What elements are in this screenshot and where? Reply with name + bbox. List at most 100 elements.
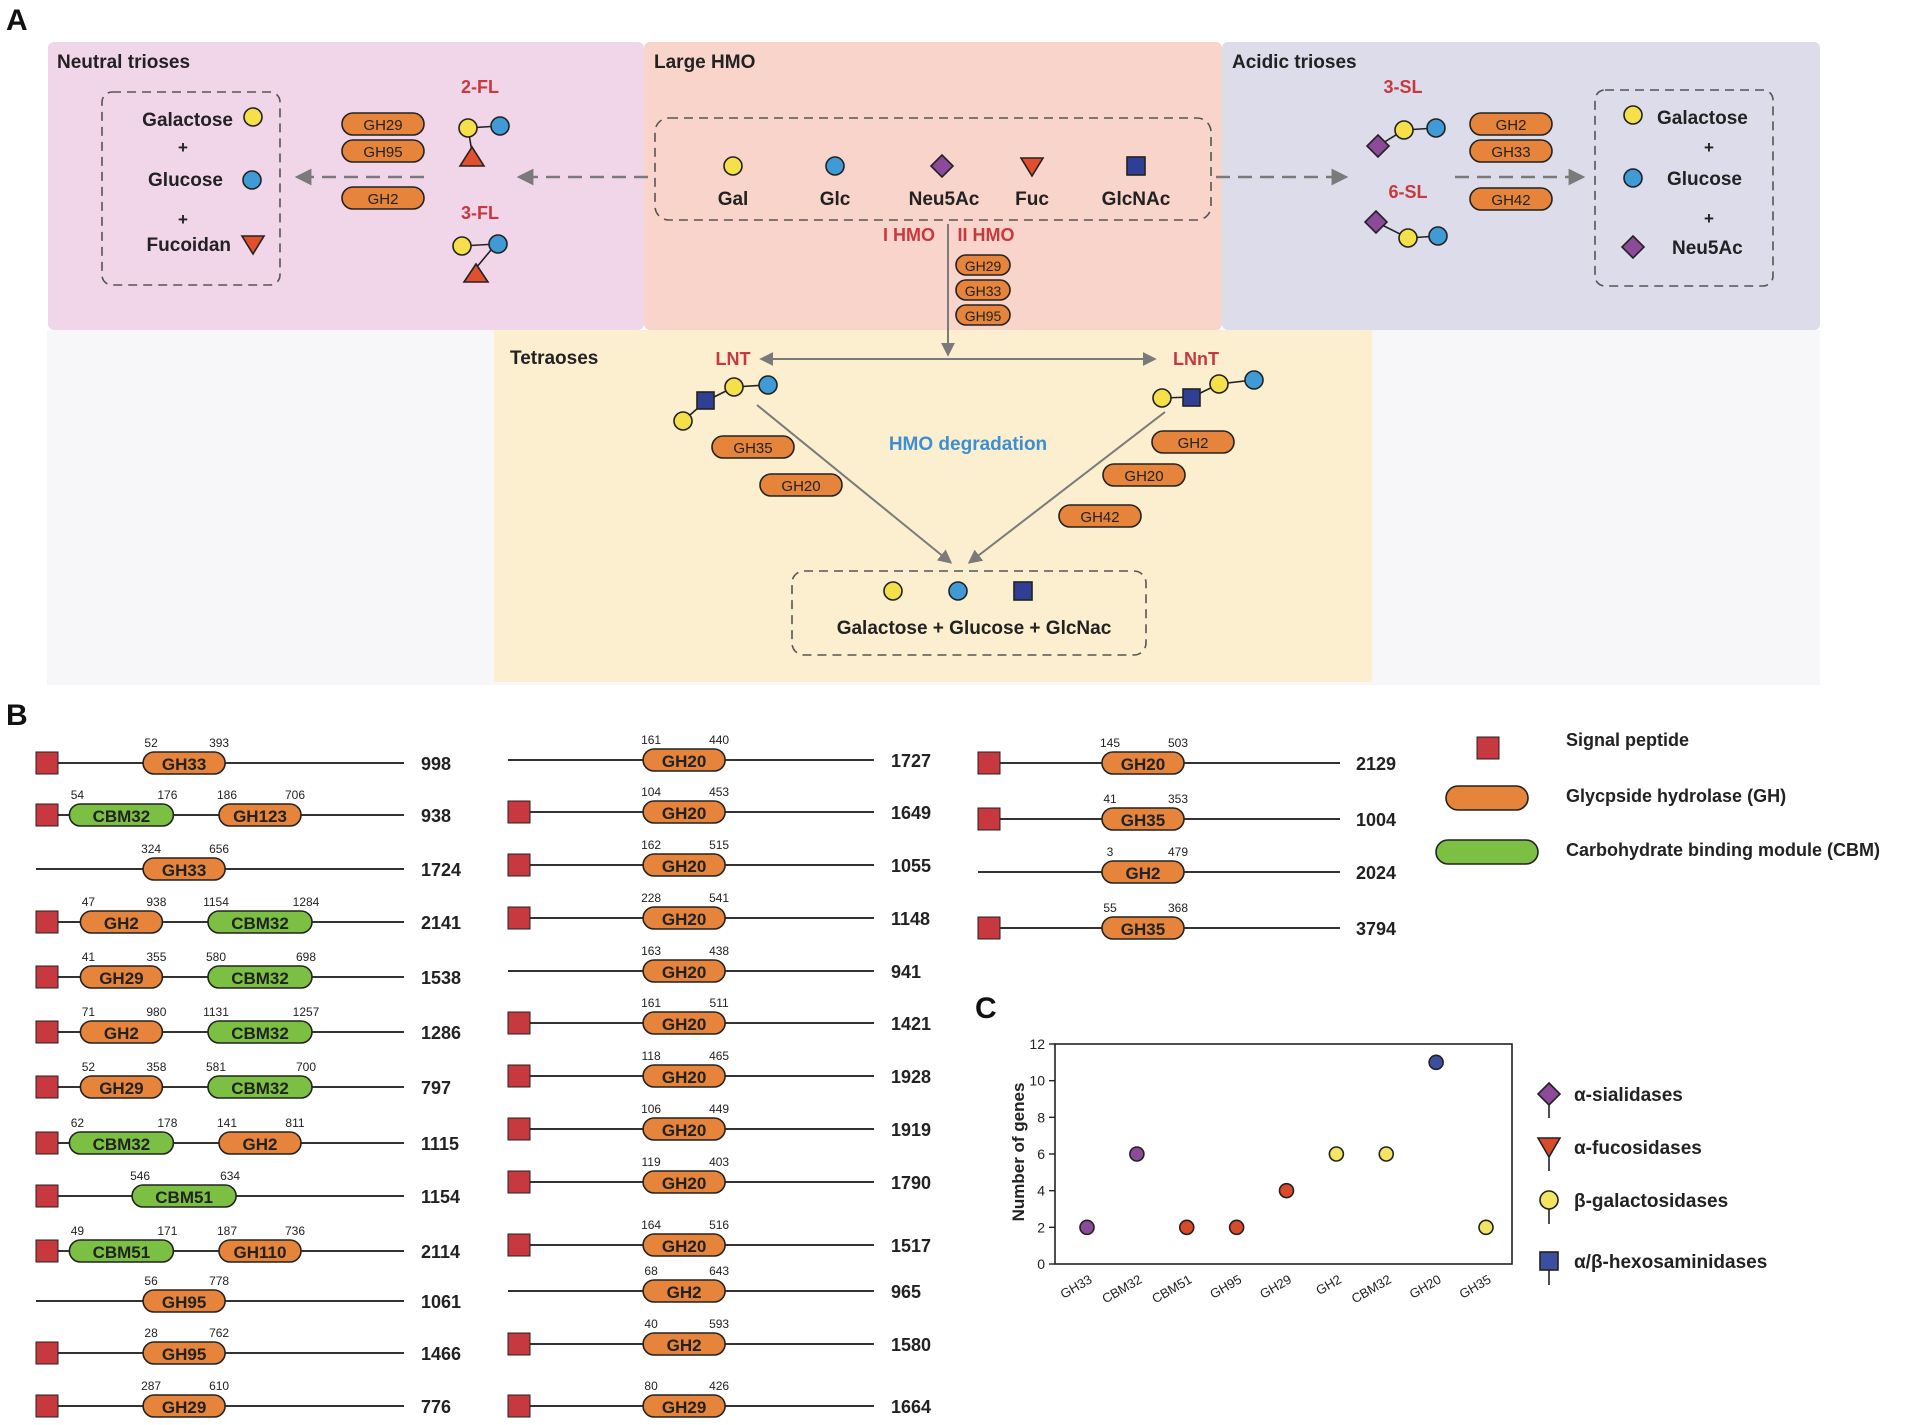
neutral-product-galactose: Galactose (142, 110, 233, 131)
label-3-sl: 3-SL (1383, 77, 1422, 97)
protein-length: 1790 (891, 1173, 931, 1193)
data-point (1328, 1146, 1345, 1162)
protein-length: 776 (421, 1397, 451, 1417)
large-enzyme-gh95: GH95 (955, 304, 1011, 326)
domain-name: GH20 (662, 1174, 706, 1193)
protein-length: 797 (421, 1078, 451, 1098)
gal-icon (723, 156, 743, 176)
domain-name: GH110 (234, 1243, 287, 1262)
neu5ac-icon (929, 153, 955, 179)
domain-end: 938 (146, 895, 166, 909)
legend-gh: Glycpside hydrolase (GH) (1566, 786, 1786, 806)
legend-label: α-sialidases (1574, 1085, 1683, 1106)
chart-points (1079, 1054, 1494, 1236)
protein-length: 1580 (891, 1335, 931, 1355)
domain-end: 762 (209, 1326, 229, 1340)
domain-start: 52 (82, 1060, 96, 1074)
protein-length: 1286 (421, 1023, 461, 1043)
domain-name: GH29 (99, 1079, 143, 1098)
signal-peptide (507, 1170, 531, 1194)
domain-end: 358 (146, 1060, 166, 1074)
domain-end: 465 (709, 1049, 729, 1063)
domain-end: 479 (1168, 845, 1188, 859)
neutral-plus-1: + (178, 138, 188, 157)
domain-start: 55 (1103, 901, 1117, 915)
data-point (1478, 1219, 1494, 1236)
glycan-2-fl (458, 116, 510, 167)
domain-start: 3 (1107, 845, 1114, 859)
svg-text:GH29: GH29 (965, 258, 1002, 274)
svg-text:GH29: GH29 (363, 117, 402, 134)
domain-start: 41 (82, 950, 96, 964)
fucose-icon (240, 235, 266, 256)
domain-start: 106 (641, 1102, 661, 1116)
legend-entry: α-fucosidases (1536, 1137, 1702, 1171)
protein-length: 1148 (891, 909, 930, 929)
domain-start: 28 (144, 1326, 158, 1340)
glc-icon (825, 156, 845, 176)
svg-text:GH2: GH2 (368, 191, 399, 208)
x-tick-label: CBM32 (1349, 1272, 1394, 1307)
glucose-icon (1623, 168, 1643, 188)
y-axis-label: Number of genes (1009, 1083, 1028, 1222)
domain-start: 1154 (203, 895, 229, 909)
domain-start: 54 (71, 788, 85, 802)
legend-gal: Gal (718, 189, 749, 210)
neutral-enzyme-gh29: GH29 (341, 112, 425, 136)
domain-end: 440 (709, 733, 729, 747)
domain-start: 119 (642, 1155, 661, 1169)
signal-peptide (507, 1233, 531, 1257)
x-tick-label: GH2 (1313, 1272, 1344, 1298)
x-tick-label: GH95 (1207, 1272, 1244, 1302)
domain-end: 516 (709, 1218, 729, 1232)
signal-peptide (977, 807, 1001, 831)
neutral-enzyme-gh95: GH95 (341, 139, 425, 163)
domain-name: GH20 (662, 752, 706, 771)
signal-peptide (507, 853, 531, 877)
glycan-lnt (673, 375, 778, 431)
domain-end: 393 (209, 736, 229, 750)
protein-length: 941 (891, 962, 921, 982)
domain-end: 593 (709, 1317, 729, 1331)
domain-name: GH20 (662, 1015, 706, 1034)
domain-start: 68 (644, 1264, 658, 1278)
acidic-products-box (1594, 89, 1774, 287)
domain-end: 515 (709, 838, 729, 852)
signal-peptide (507, 1394, 531, 1418)
domain-name: CBM32 (93, 807, 151, 826)
domain-name: GH33 (162, 861, 206, 880)
domain-name: GH95 (162, 1345, 206, 1364)
x-tick-label: GH33 (1058, 1272, 1095, 1302)
legend-neu5ac: Neu5Ac (909, 189, 980, 210)
domain-start: 161 (641, 996, 661, 1010)
domain-start: 546 (130, 1169, 150, 1183)
large-enzyme-gh33: GH33 (955, 279, 1011, 301)
arrow-lnnt-degradation (967, 411, 1166, 564)
data-point (1428, 1054, 1444, 1071)
svg-text:GH20: GH20 (781, 478, 820, 495)
domain-start: 228 (641, 891, 661, 905)
legend-label: α-fucosidases (1574, 1138, 1702, 1159)
protein-length: 1055 (891, 856, 931, 876)
